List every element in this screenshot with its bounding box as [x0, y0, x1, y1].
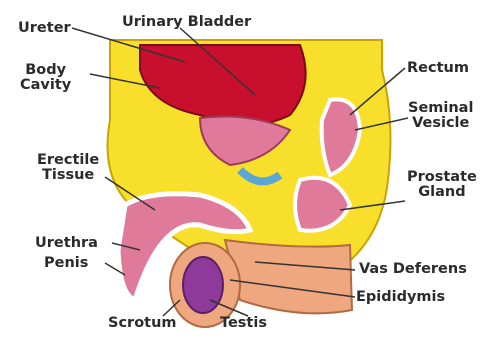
label-epididymis: Epididymis	[356, 290, 445, 305]
testis-shape	[183, 257, 223, 313]
label-body-cavity: Body Cavity	[20, 63, 71, 93]
label-ureter: Ureter	[18, 21, 71, 36]
label-urethra: Urethra	[35, 236, 98, 251]
label-erectile-tissue: Erectile Tissue	[37, 153, 99, 183]
thigh-skin	[225, 240, 352, 313]
label-seminal-vesicle: Seminal Vesicle	[408, 101, 473, 131]
label-urinary-bladder: Urinary Bladder	[122, 15, 251, 30]
label-scrotum: Scrotum	[108, 316, 177, 331]
label-penis: Penis	[44, 256, 88, 271]
label-rectum: Rectum	[407, 61, 469, 76]
label-vas-deferens: Vas Deferens	[359, 262, 467, 277]
label-prostate-gland: Prostate Gland	[407, 170, 477, 200]
label-testis: Testis	[220, 316, 267, 331]
